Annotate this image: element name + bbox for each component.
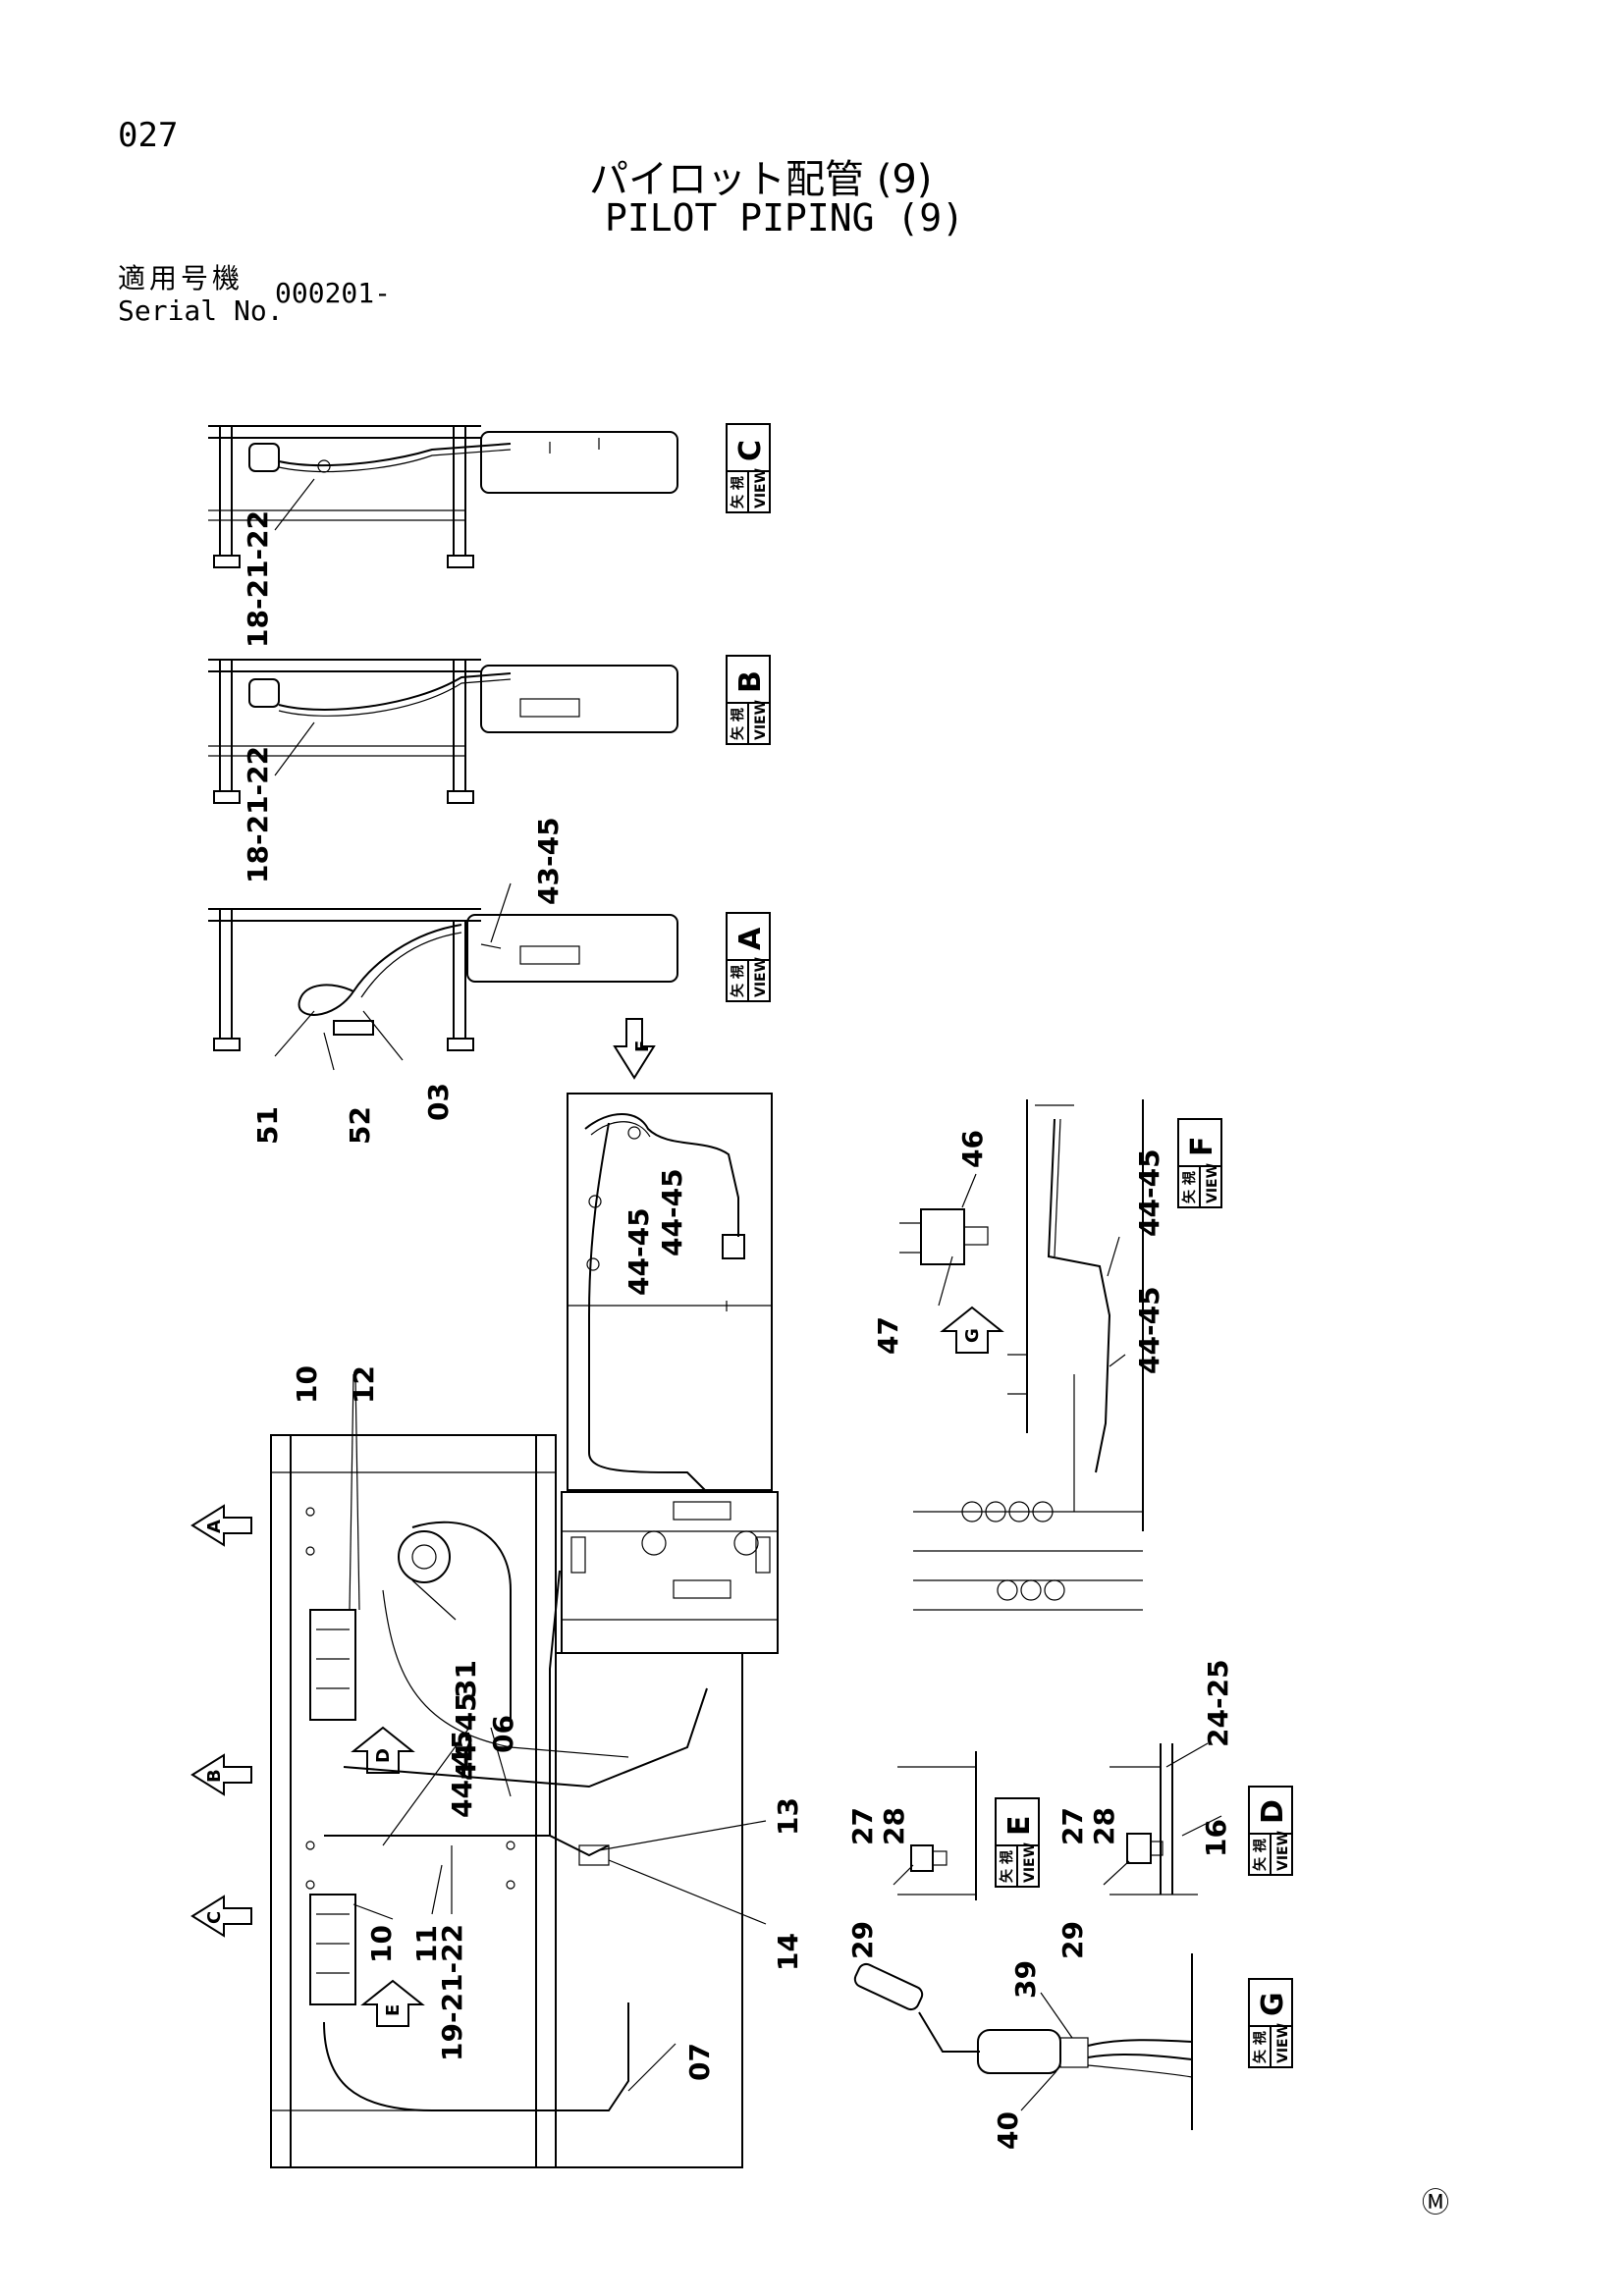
label-view-e-27: 27 xyxy=(846,1807,879,1845)
label-view-a-52: 52 xyxy=(344,1106,376,1145)
label-view-a-43-45: 43-45 xyxy=(532,817,565,905)
label-main-14: 14 xyxy=(772,1933,804,1971)
view-d-letter: D xyxy=(1256,1799,1290,1824)
label-main-31: 31 xyxy=(450,1660,482,1698)
view-arrow-g: G xyxy=(940,1306,1004,1354)
view-box-f: F 矢 視 VIEW xyxy=(1177,1118,1222,1208)
view-a-word-jp: 矢 視 xyxy=(730,965,746,997)
label-main-11: 11 xyxy=(410,1925,443,1963)
label-main-07: 07 xyxy=(683,2043,716,2081)
label-view-a-51: 51 xyxy=(251,1106,284,1145)
label-view-a-03: 03 xyxy=(422,1083,455,1121)
label-view-f-44-45-b: 44-45 xyxy=(1133,1286,1165,1374)
label-view-e-29: 29 xyxy=(846,1921,879,1959)
view-arrow-a: A xyxy=(190,1504,252,1547)
view-a-drawing xyxy=(208,882,678,1071)
page-title-english: PILOT PIPING (9) xyxy=(605,196,965,240)
view-arrow-f-letter: F xyxy=(632,1041,653,1052)
view-d-drawing xyxy=(1103,1742,1222,1896)
view-b-letter: B xyxy=(733,670,768,693)
view-c-drawing xyxy=(208,425,678,568)
label-main-44-45-b: 44-45 xyxy=(446,1730,478,1818)
view-arrow-d-letter: D xyxy=(373,1748,394,1763)
serial-label-english: Serial No. xyxy=(118,294,284,327)
console-box xyxy=(561,1491,779,1654)
view-f-drawing xyxy=(899,1099,1144,1611)
view-arrow-c: C xyxy=(190,1895,252,1938)
label-view-d-16: 16 xyxy=(1200,1819,1232,1857)
label-view-d-27: 27 xyxy=(1056,1807,1089,1845)
view-e-drawing xyxy=(893,1751,977,1900)
label-main-19-21-22: 19-21-22 xyxy=(436,1924,468,2061)
view-c-word-jp: 矢 視 xyxy=(730,476,746,508)
view-arrow-c-letter: C xyxy=(204,1911,225,1924)
view-arrow-f: F xyxy=(613,1018,656,1080)
label-view-f-44-45-a: 44-45 xyxy=(1133,1148,1165,1237)
view-arrow-b: B xyxy=(190,1753,252,1796)
view-e-word-en: VIEW xyxy=(1022,1842,1038,1883)
serial-value: 000201- xyxy=(275,277,392,309)
view-d-word-jp: 矢 視 xyxy=(1252,1839,1269,1871)
view-f-letter: F xyxy=(1185,1137,1219,1157)
view-b-word-jp: 矢 視 xyxy=(730,708,746,740)
label-view-c-18-21-22: 18-21-22 xyxy=(242,510,274,648)
page-number: 027 xyxy=(118,116,179,155)
view-arrow-d: D xyxy=(351,1726,415,1774)
view-box-d: D 矢 視 VIEW xyxy=(1248,1786,1293,1876)
serial-label-japanese: 適用号機 xyxy=(118,262,244,294)
label-main-10-top: 10 xyxy=(291,1365,323,1404)
view-a-letter: A xyxy=(733,927,768,950)
view-box-g: G 矢 視 VIEW xyxy=(1248,1978,1293,2068)
view-arrow-e-letter: E xyxy=(383,2004,404,2016)
view-arrow-a-letter: A xyxy=(204,1520,225,1533)
view-g-drawing xyxy=(853,1953,1193,2130)
view-b-drawing xyxy=(208,659,678,804)
view-f-word-en: VIEW xyxy=(1205,1163,1220,1203)
view-c-letter: C xyxy=(733,440,768,461)
label-view-g-40: 40 xyxy=(992,2111,1024,2150)
view-g-word-en: VIEW xyxy=(1275,2023,1291,2063)
view-arrow-e: E xyxy=(360,1979,425,2027)
label-view-f-46: 46 xyxy=(956,1130,989,1168)
label-view-b-18-21-22: 18-21-22 xyxy=(242,746,274,883)
m-mark: Ⓜ xyxy=(1422,2186,1450,2218)
view-box-a: A 矢 視 VIEW xyxy=(726,912,771,1002)
view-d-word-en: VIEW xyxy=(1275,1831,1291,1871)
label-view-d-24-25: 24-25 xyxy=(1202,1659,1234,1747)
view-c-word-en: VIEW xyxy=(753,468,769,508)
view-a-word-en: VIEW xyxy=(753,957,769,997)
cab-top-view xyxy=(567,1093,773,1493)
label-view-e-28: 28 xyxy=(878,1807,910,1845)
view-arrow-g-letter: G xyxy=(962,1328,983,1343)
label-main-06: 06 xyxy=(487,1715,519,1753)
view-box-c: C 矢 視 VIEW xyxy=(726,423,771,513)
label-view-d-29: 29 xyxy=(1056,1921,1089,1959)
view-g-word-jp: 矢 視 xyxy=(1252,2031,1269,2063)
view-e-letter: E xyxy=(1002,1816,1037,1837)
label-main-12: 12 xyxy=(348,1365,380,1404)
main-frame-drawing xyxy=(270,1373,767,2168)
view-b-word-en: VIEW xyxy=(753,700,769,740)
view-g-letter: G xyxy=(1256,1992,1290,2016)
label-main-44-45-a: 44-45 xyxy=(450,1692,482,1781)
label-main-13: 13 xyxy=(772,1797,804,1836)
view-box-b: B 矢 視 VIEW xyxy=(726,655,771,745)
page-title-japanese: パイロット配管 (9) xyxy=(589,157,933,202)
view-arrow-b-letter: B xyxy=(204,1769,225,1783)
label-view-d-28: 28 xyxy=(1088,1807,1120,1845)
label-main-10-bottom: 10 xyxy=(365,1925,398,1963)
label-view-f-47: 47 xyxy=(872,1316,904,1355)
label-view-g-39: 39 xyxy=(1009,1960,1042,1999)
label-top-44-45-a: 44-45 xyxy=(623,1207,655,1296)
view-e-word-jp: 矢 視 xyxy=(999,1850,1015,1883)
view-f-word-jp: 矢 視 xyxy=(1181,1171,1198,1203)
view-box-e: E 矢 視 VIEW xyxy=(995,1797,1040,1888)
label-top-44-45-b: 44-45 xyxy=(656,1168,688,1256)
